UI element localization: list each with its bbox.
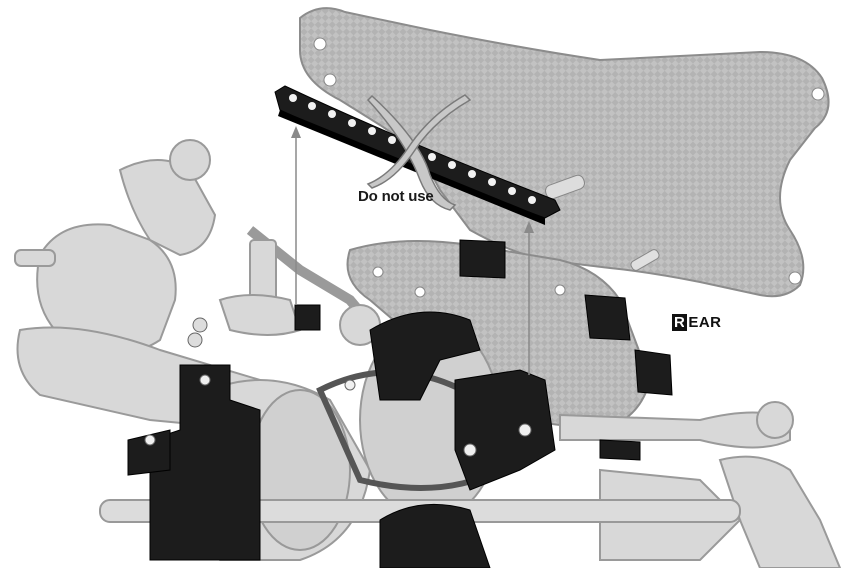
black-bulkheads (127, 239, 673, 568)
rear-label-rest: EAR (688, 314, 722, 331)
leader-arrows (291, 126, 534, 375)
cross-out-icon (366, 94, 472, 211)
bulkhead-screw-heads (144, 317, 532, 457)
do-not-use-label: Do not use (358, 188, 434, 205)
rear-label-initial: R (672, 314, 688, 331)
right-suspension (559, 401, 842, 568)
